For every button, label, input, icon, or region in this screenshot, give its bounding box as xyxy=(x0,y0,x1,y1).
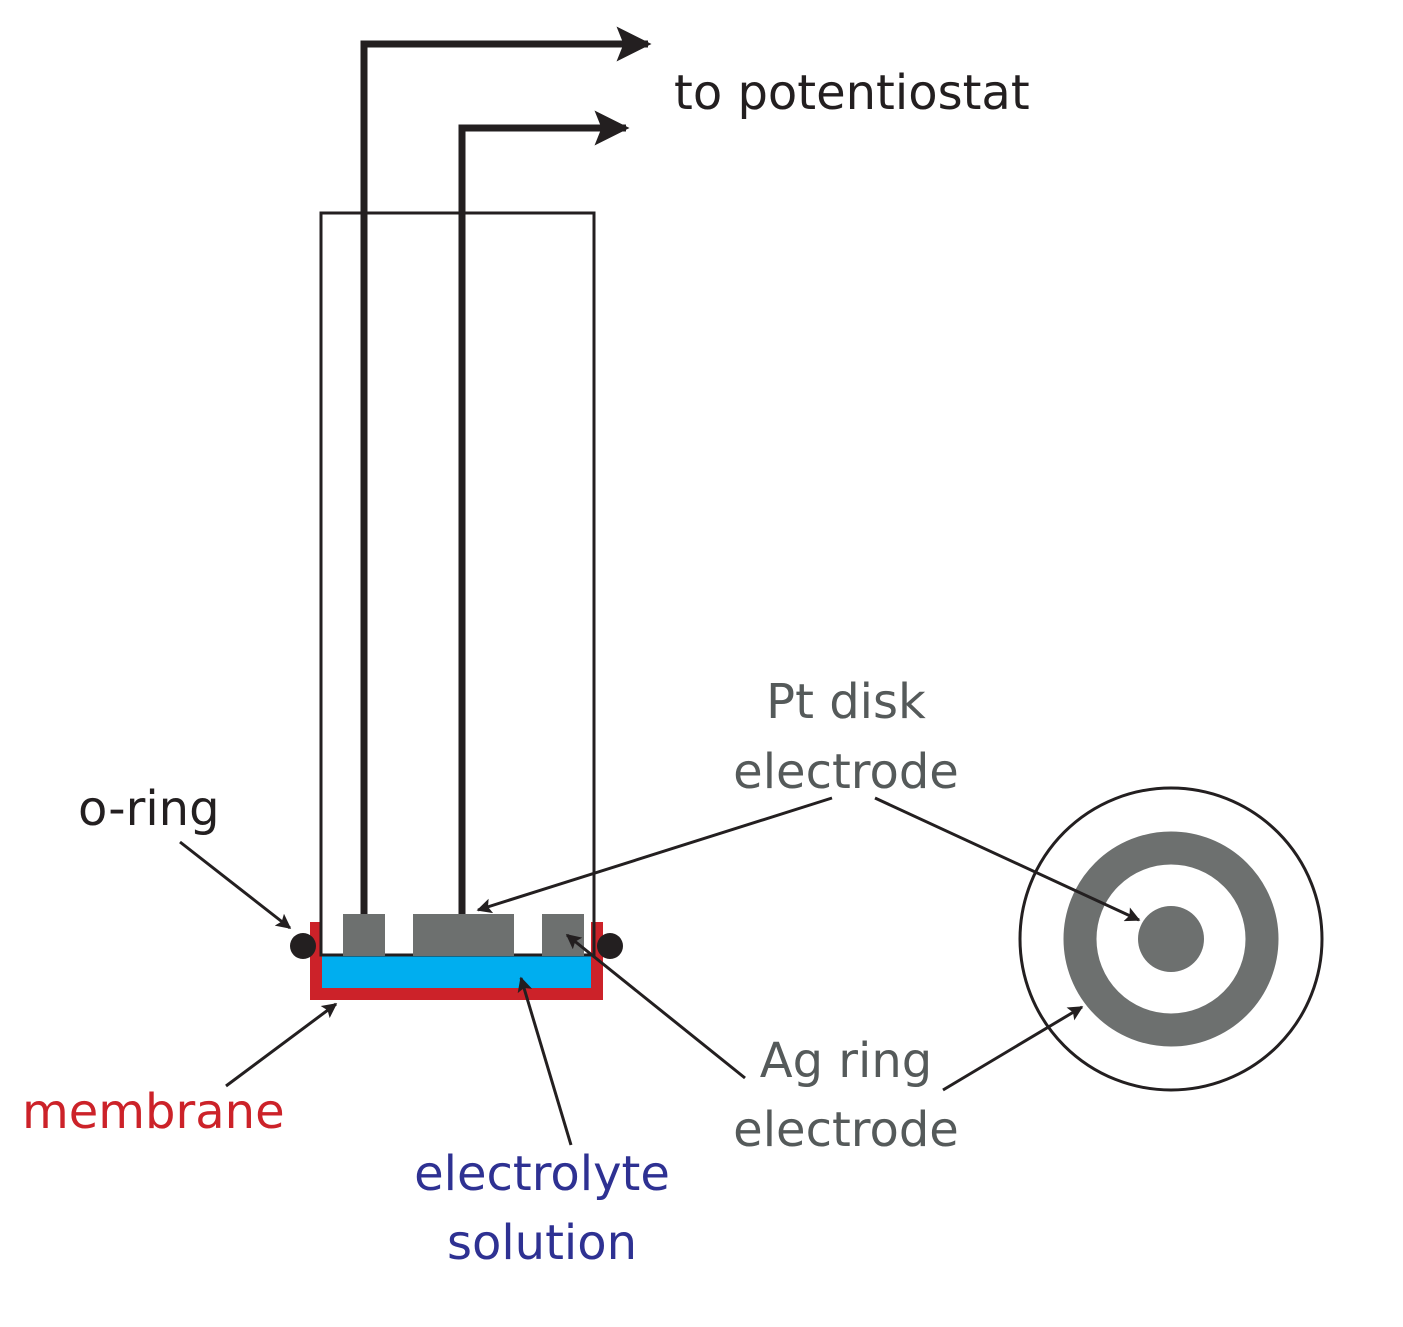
electrolyte-solution xyxy=(322,955,591,988)
label-ag-ring-1: Ag ring xyxy=(760,1033,933,1089)
o-ring-right xyxy=(597,933,623,959)
arrow-ag-ring-end xyxy=(942,1005,1084,1092)
end-view-ag-ring xyxy=(1063,831,1279,1047)
arrow-pt-disk-side xyxy=(476,796,833,914)
arrow-ag-ring-side xyxy=(565,933,746,1080)
end-view-pt-disk xyxy=(1138,906,1204,972)
membrane xyxy=(310,922,603,1000)
label-pt-disk-2: electrode xyxy=(733,744,959,800)
label-potentiostat: to potentiostat xyxy=(674,65,1030,121)
o-ring-left xyxy=(290,933,316,959)
pt-disk xyxy=(413,914,514,956)
label-electrolyte-1: electrolyte xyxy=(414,1146,670,1202)
arrow-pt-disk-end xyxy=(874,796,1141,922)
ag-ring-left xyxy=(343,914,385,956)
wire-ag xyxy=(360,26,652,914)
end-view-outline xyxy=(1018,786,1324,1092)
arrow-o-ring xyxy=(179,840,292,930)
label-ag-ring-2: electrode xyxy=(733,1102,959,1158)
arrow-membrane xyxy=(225,1002,338,1088)
label-electrolyte-2: solution xyxy=(447,1215,637,1271)
label-membrane: membrane xyxy=(22,1084,285,1140)
wire-pt xyxy=(458,110,630,914)
ag-ring-right xyxy=(542,914,584,956)
arrow-electrolyte xyxy=(517,976,573,1146)
label-o-ring: o-ring xyxy=(78,781,220,837)
label-pt-disk-1: Pt disk xyxy=(766,674,926,730)
